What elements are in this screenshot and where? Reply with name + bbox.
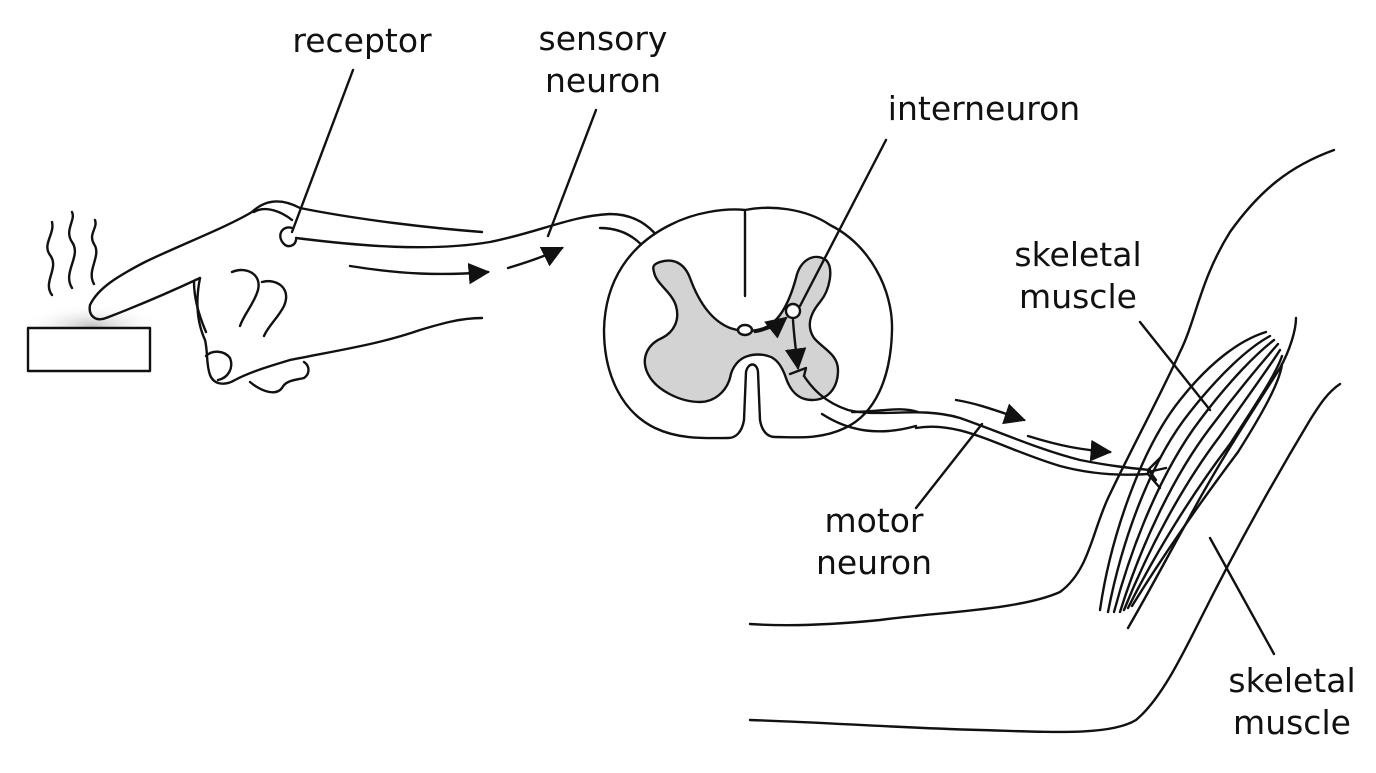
muscle-fiber-6: [1128, 356, 1282, 608]
label-receptor-text: receptor: [292, 21, 432, 60]
thumb-nail: [206, 352, 231, 380]
receptor-ending: [280, 227, 296, 246]
motor-synapse: [790, 368, 806, 376]
muscle-fiber-4: [1120, 344, 1278, 612]
label-skeletal-muscle-upper-line2: muscle: [1019, 277, 1137, 316]
motor-axon-upper: [804, 376, 1150, 470]
heat-wave-1: [47, 222, 53, 295]
label-interneuron-text: interneuron: [887, 89, 1081, 128]
leader-interneuron: [800, 140, 886, 306]
finger-curl-3: [250, 362, 309, 392]
motor-axon-lower-2: [852, 409, 918, 412]
sensory-arrow-1: [350, 262, 491, 285]
muscle-fiber-3: [1114, 340, 1274, 612]
muscle-fiber-2: [1108, 336, 1270, 612]
palm-side: [194, 282, 206, 332]
hand: [90, 201, 482, 392]
skeletal-muscle-fibers: [1100, 332, 1282, 612]
motor-neuron-fiber: [804, 376, 1166, 488]
heat-wave-2: [69, 212, 75, 288]
leader-receptor: [292, 70, 353, 232]
hot-object: [20, 212, 164, 371]
label-motor-neuron: motor neuron: [816, 500, 932, 584]
hot-block: [28, 328, 150, 371]
label-sensory-neuron-line1: sensory: [538, 19, 668, 58]
interneuron-cell-body: [786, 304, 800, 318]
hand-outline-top: [90, 201, 482, 319]
arm-lower-outline: [750, 384, 1340, 732]
thumb: [197, 278, 290, 384]
label-motor-neuron-line1: motor: [824, 501, 924, 540]
arm-upper-outline: [750, 150, 1334, 625]
label-skeletal-muscle-lower-line2: muscle: [1233, 703, 1351, 742]
label-receptor: receptor: [292, 20, 431, 62]
muscle-fiber-7: [1132, 364, 1282, 606]
motor-end-plate: [1148, 458, 1166, 488]
label-skeletal-muscle-upper: skeletal muscle: [1014, 234, 1141, 318]
label-skeletal-muscle-upper-line1: skeletal: [1014, 235, 1142, 274]
motor-axon-lower: [822, 414, 916, 431]
leader-skeletal-muscle-upper: [1140, 322, 1210, 410]
interneuron-to-motor-arrow: [784, 320, 807, 371]
label-sensory-neuron: sensory neuron: [539, 18, 668, 102]
leader-sensory-neuron: [548, 110, 596, 236]
label-skeletal-muscle-lower-line1: skeletal: [1228, 661, 1356, 700]
label-interneuron: interneuron: [888, 88, 1080, 130]
muscle-fiber-1: [1100, 332, 1266, 610]
label-sensory-neuron-line2: neuron: [544, 61, 662, 100]
spinal-cord: [604, 208, 892, 438]
interneuron-arrow: [755, 316, 788, 339]
leader-skeletal-muscle-lower: [1210, 538, 1274, 654]
label-motor-neuron-line2: neuron: [815, 543, 933, 582]
leader-motor-neuron: [916, 424, 982, 508]
label-skeletal-muscle-lower: skeletal muscle: [1228, 660, 1355, 744]
hand-knuckle: [254, 209, 292, 220]
finger-curl-2: [262, 281, 286, 336]
motor-arrow-2: [1028, 436, 1113, 462]
muscle-fiber-5: [1124, 350, 1280, 610]
motor-axon-bottom: [916, 427, 1148, 475]
interneuron: [738, 304, 806, 376]
palm-bottom: [290, 318, 482, 360]
arm: [750, 150, 1340, 732]
sensory-synapse: [738, 325, 752, 335]
heat-wave-3: [92, 220, 97, 284]
sensory-arrow-2: [508, 248, 564, 268]
spinal-cord-outline: [604, 208, 892, 438]
arm-middle-outline: [1128, 318, 1296, 628]
motor-arrow-1: [956, 400, 1027, 425]
finger-curl-1: [232, 270, 259, 326]
